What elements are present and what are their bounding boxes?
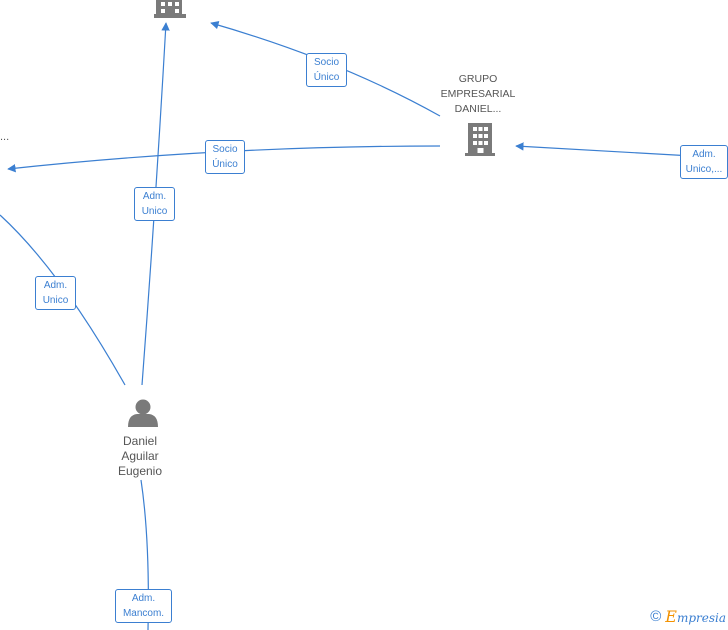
person-name-line: Eugenio	[117, 464, 163, 478]
company-grupo-label[interactable]: GRUPO EMPRESARIAL DANIEL...	[428, 72, 528, 117]
edge-label-line: Unico	[141, 206, 168, 217]
edge-label-socio-top[interactable]: Socio Único	[306, 53, 347, 87]
person-icon[interactable]	[128, 399, 158, 428]
company-name-line: DANIEL...	[454, 103, 502, 115]
edge-label-line: Adm.	[142, 191, 167, 202]
edge-label-line: Mancom.	[122, 608, 165, 619]
edge-label-line: Único	[212, 159, 238, 170]
edge-label-line: Único	[313, 72, 340, 83]
edge-label-line: Adm.	[131, 593, 156, 604]
company-name-line: EMPRESARIAL	[440, 88, 516, 100]
copyright-symbol: ©	[650, 608, 662, 625]
person-daniel-label[interactable]: Daniel Aguilar Eugenio	[100, 434, 180, 479]
edge-label-adm-right[interactable]: Adm. Unico,...	[680, 145, 728, 179]
edge-label-line: Adm.	[692, 149, 716, 160]
edge-label-line: Unico	[42, 295, 69, 306]
building-icon[interactable]	[154, 0, 186, 18]
brand-logo: Empresia	[665, 607, 726, 626]
edge-label-line: Socio	[212, 144, 238, 155]
edge-label-line: Unico,...	[685, 164, 723, 175]
brand-initial: E	[665, 607, 677, 626]
brand-rest: mpresia	[676, 611, 726, 625]
edge-label-adm-center[interactable]: Adm. Unico	[134, 187, 175, 221]
person-name-line: Daniel	[122, 434, 158, 448]
left-node-truncated-label[interactable]: ...	[0, 131, 10, 143]
building-icon[interactable]	[465, 123, 495, 156]
person-name-line: Aguilar	[121, 449, 159, 463]
edge-label-adm-bottom[interactable]: Adm. Mancom.	[115, 589, 172, 623]
empresia-watermark: © Empresia	[650, 607, 726, 626]
edge-label-adm-left[interactable]: Adm. Unico	[35, 276, 76, 310]
company-name-line: GRUPO	[458, 73, 498, 85]
edge-label-line: Socio	[313, 57, 339, 68]
edge-label-socio-left[interactable]: Socio Único	[205, 140, 245, 174]
edge-label-line: Adm.	[43, 280, 68, 291]
